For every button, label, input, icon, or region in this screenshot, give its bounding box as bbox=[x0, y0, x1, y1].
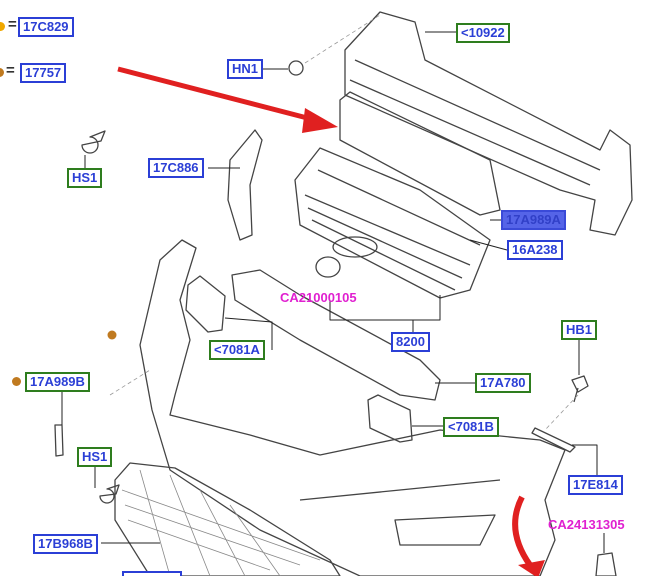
part-label-7081b[interactable]: <7081B bbox=[443, 417, 499, 437]
legend-dot-icon bbox=[0, 22, 5, 31]
part-label-hn1[interactable]: HN1 bbox=[227, 59, 264, 79]
clip-17a989b bbox=[54, 424, 64, 457]
callout-ca21000105[interactable]: CA21000105 bbox=[280, 290, 357, 305]
legend-equals: = bbox=[6, 62, 15, 79]
energy-absorber bbox=[339, 91, 501, 216]
part-label-8200[interactable]: 8200 bbox=[391, 332, 430, 352]
lower-deflector bbox=[231, 269, 441, 401]
screw-hs1-top bbox=[81, 130, 106, 154]
part-label-17a989a[interactable]: 17A989A bbox=[501, 210, 566, 230]
part-label-16a238[interactable]: 16A238 bbox=[507, 240, 563, 260]
bullet-dot-icon bbox=[107, 330, 117, 340]
bolt-hb1 bbox=[571, 375, 589, 403]
bumper-reinforcement-beam bbox=[344, 11, 633, 236]
part-label-17a989b[interactable]: 17A989B bbox=[25, 372, 90, 392]
bracket-7081b bbox=[367, 394, 413, 443]
part-label-hs1-lower[interactable]: HS1 bbox=[77, 447, 113, 467]
part-label-7081a[interactable]: <7081A bbox=[209, 340, 265, 360]
callout-ca24131305[interactable]: CA24131305 bbox=[548, 517, 625, 532]
legend-equals: = bbox=[8, 16, 17, 33]
part-label-partial[interactable] bbox=[122, 571, 182, 576]
part-label-17a780[interactable]: 17A780 bbox=[475, 373, 531, 393]
nut-hn1 bbox=[288, 60, 304, 76]
bullet-dot-icon bbox=[12, 377, 21, 386]
bracket-7081a bbox=[185, 275, 226, 333]
part-label-hb1[interactable]: HB1 bbox=[561, 320, 598, 340]
part-label-17c886[interactable]: 17C886 bbox=[148, 158, 204, 178]
strip-17e814 bbox=[531, 427, 576, 453]
clip-ca24131305 bbox=[595, 552, 617, 576]
red-arrow-icon bbox=[117, 66, 338, 133]
part-label-17c829[interactable]: 17C829 bbox=[18, 17, 74, 37]
red-curved-arrow-icon bbox=[512, 495, 545, 576]
legend-dot-icon bbox=[0, 68, 4, 77]
side-bracket bbox=[227, 129, 263, 241]
bumper-cover bbox=[139, 239, 566, 576]
lower-grille bbox=[114, 462, 341, 576]
radiator-grille bbox=[294, 147, 491, 299]
part-label-17757[interactable]: 17757 bbox=[20, 63, 67, 83]
screw-hs1-bottom bbox=[99, 484, 120, 504]
part-label-17b968b[interactable]: 17B968B bbox=[33, 534, 98, 554]
part-label-hs1[interactable]: HS1 bbox=[67, 168, 103, 188]
part-label-17e814[interactable]: 17E814 bbox=[568, 475, 623, 495]
part-label-10922[interactable]: <10922 bbox=[456, 23, 510, 43]
